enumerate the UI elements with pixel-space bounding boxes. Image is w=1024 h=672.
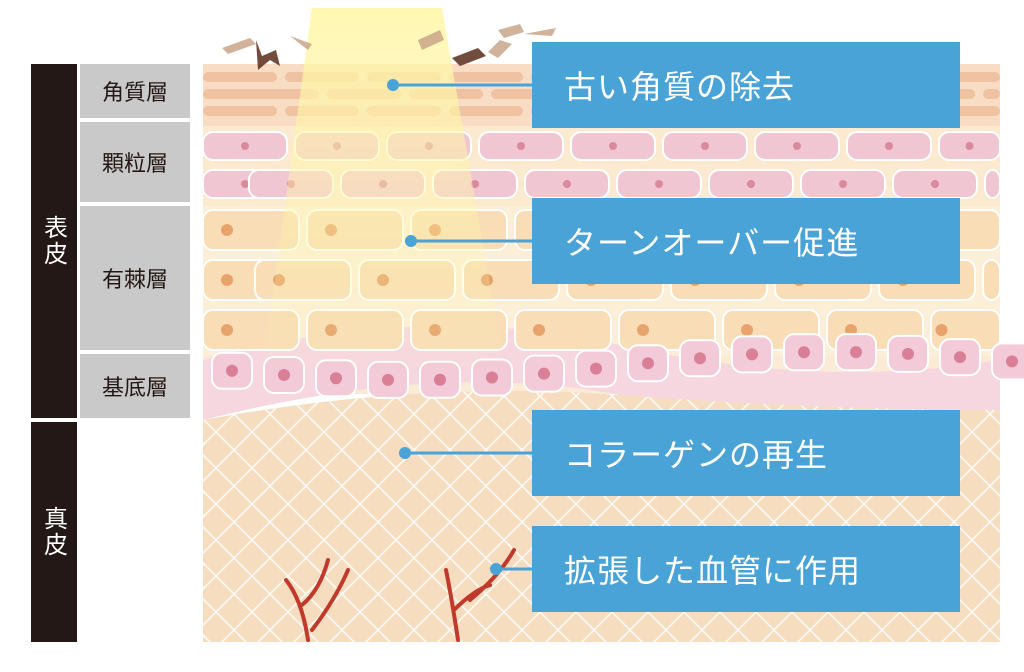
cell-nucleus (241, 142, 249, 150)
leader-dots (387, 79, 502, 575)
cell-nucleus (533, 324, 545, 336)
layer-label-text: 有棘層 (101, 268, 168, 293)
granular-cell (984, 169, 1001, 199)
cell-nucleus (839, 180, 847, 188)
callout-text: 拡張した血管に作用 (564, 552, 862, 590)
band-epidermis-label: 表皮 (39, 215, 68, 267)
cell-nucleus (798, 346, 810, 359)
callout-vessels: 拡張した血管に作用 (532, 526, 960, 612)
cell-nucleus (517, 142, 525, 150)
cell-nucleus (902, 347, 914, 360)
corneum-cell (203, 72, 277, 82)
callout-exfoliation: 古い角質の除去 (532, 42, 960, 128)
cell-nucleus (845, 324, 857, 336)
cell-nucleus (221, 274, 233, 286)
layer-label-spinous: 有棘層 (80, 206, 190, 350)
corneum-cell (449, 106, 523, 116)
cell-nucleus (538, 367, 550, 380)
dead-skin-flakes (222, 24, 556, 70)
cell-nucleus (701, 142, 709, 150)
cell-nucleus (935, 324, 948, 336)
layer-label-basal: 基底層 (80, 354, 190, 418)
callout-text: ターンオーバー促進 (564, 224, 860, 262)
callout-text: 古い角質の除去 (564, 68, 796, 106)
cell-nucleus (694, 352, 706, 365)
cell-nucleus (563, 180, 571, 188)
corneum-cell (449, 72, 523, 82)
cell-nucleus (226, 364, 238, 377)
cell-nucleus (637, 324, 649, 336)
cell-nucleus (931, 180, 939, 188)
layer-label-text: 角質層 (101, 81, 168, 106)
callout-collagen: コラーゲンの再生 (532, 410, 960, 496)
cell-nucleus (609, 142, 617, 150)
layer-label-granular: 顆粒層 (80, 122, 190, 202)
cell-nucleus (590, 362, 602, 375)
cell-nucleus (850, 346, 862, 359)
cell-nucleus (241, 180, 249, 188)
cell-nucleus (954, 351, 966, 364)
cell-nucleus (965, 142, 974, 150)
light-beam (262, 8, 505, 372)
corneum-cell (983, 89, 1000, 99)
cell-nucleus (221, 224, 233, 236)
cell-nucleus (434, 373, 446, 386)
cell-nucleus (1006, 355, 1018, 368)
cell-nucleus (330, 372, 342, 385)
blood-vessels (284, 548, 516, 642)
callout-turnover: ターンオーバー促進 (532, 198, 960, 284)
band-dermis-label: 真皮 (39, 506, 68, 558)
cell-nucleus (793, 142, 801, 150)
layer-label-corneum: 角質層 (80, 64, 190, 118)
cell-nucleus (221, 324, 233, 336)
corneum-cell (203, 106, 277, 116)
callout-text: コラーゲンの再生 (564, 436, 829, 474)
band-epidermis: 表皮 (31, 64, 77, 418)
spinous-cell (514, 309, 612, 351)
spinous-cell (982, 259, 1001, 301)
cell-nucleus (741, 324, 753, 336)
cell-nucleus (471, 180, 479, 188)
cell-nucleus (486, 371, 498, 384)
layer-label-text: 基底層 (101, 376, 168, 401)
layer-label-text: 顆粒層 (101, 152, 168, 177)
cell-nucleus (885, 142, 893, 150)
band-dermis: 真皮 (31, 422, 77, 642)
cell-nucleus (746, 348, 758, 361)
cell-nucleus (655, 180, 663, 188)
cell-nucleus (382, 373, 394, 386)
cell-nucleus (642, 357, 654, 370)
cell-nucleus (747, 180, 755, 188)
